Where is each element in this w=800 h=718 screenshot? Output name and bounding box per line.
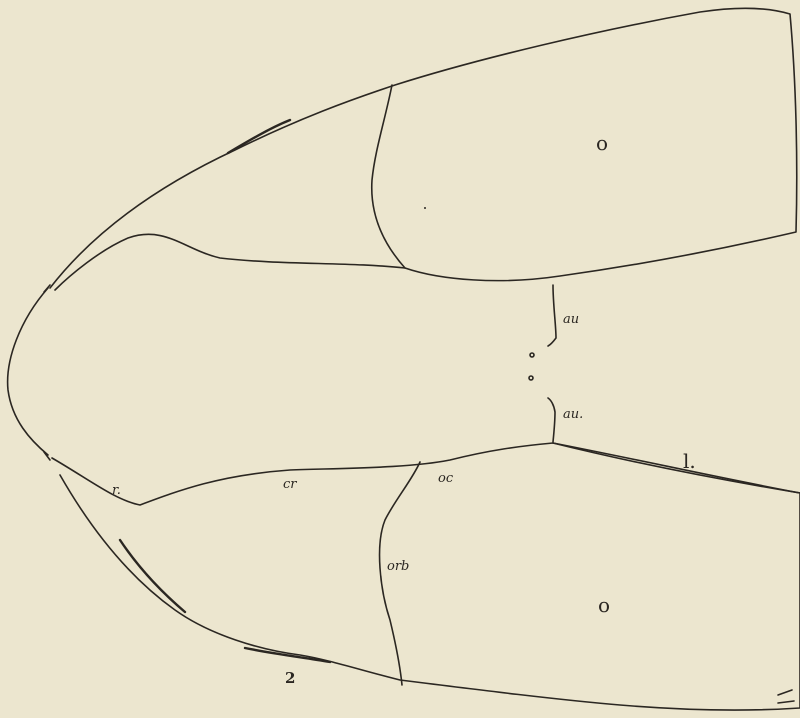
label-l: l. xyxy=(683,449,696,473)
label-o-upper: o xyxy=(596,131,608,155)
foramen-dot-lower xyxy=(529,376,533,380)
upper-margin-shading xyxy=(228,120,290,153)
lower-margin-shading xyxy=(120,540,185,612)
label-cr: cr xyxy=(283,477,297,492)
notch-upper xyxy=(44,285,50,292)
label-orb: orb xyxy=(387,559,409,574)
auditory-line-lower xyxy=(548,398,555,442)
label-r: r. xyxy=(112,483,121,498)
lower-margin-shading-2 xyxy=(245,648,330,662)
label-au-lower: au. xyxy=(563,407,583,422)
foramen-dot-upper xyxy=(530,353,534,357)
ray-mark-2 xyxy=(778,701,794,703)
lower-outer-lobe xyxy=(52,443,800,710)
ray-mark-1 xyxy=(778,690,792,695)
upper-suture xyxy=(372,85,405,268)
auditory-line-upper xyxy=(548,285,556,346)
figure-number: 2 xyxy=(285,669,295,687)
label-o-lower: o xyxy=(598,593,610,617)
median-region xyxy=(8,288,48,455)
label-au-upper: au xyxy=(563,312,579,327)
upper-outer-lobe xyxy=(50,8,797,290)
small-mark xyxy=(424,207,426,209)
label-oc: oc xyxy=(438,471,454,486)
